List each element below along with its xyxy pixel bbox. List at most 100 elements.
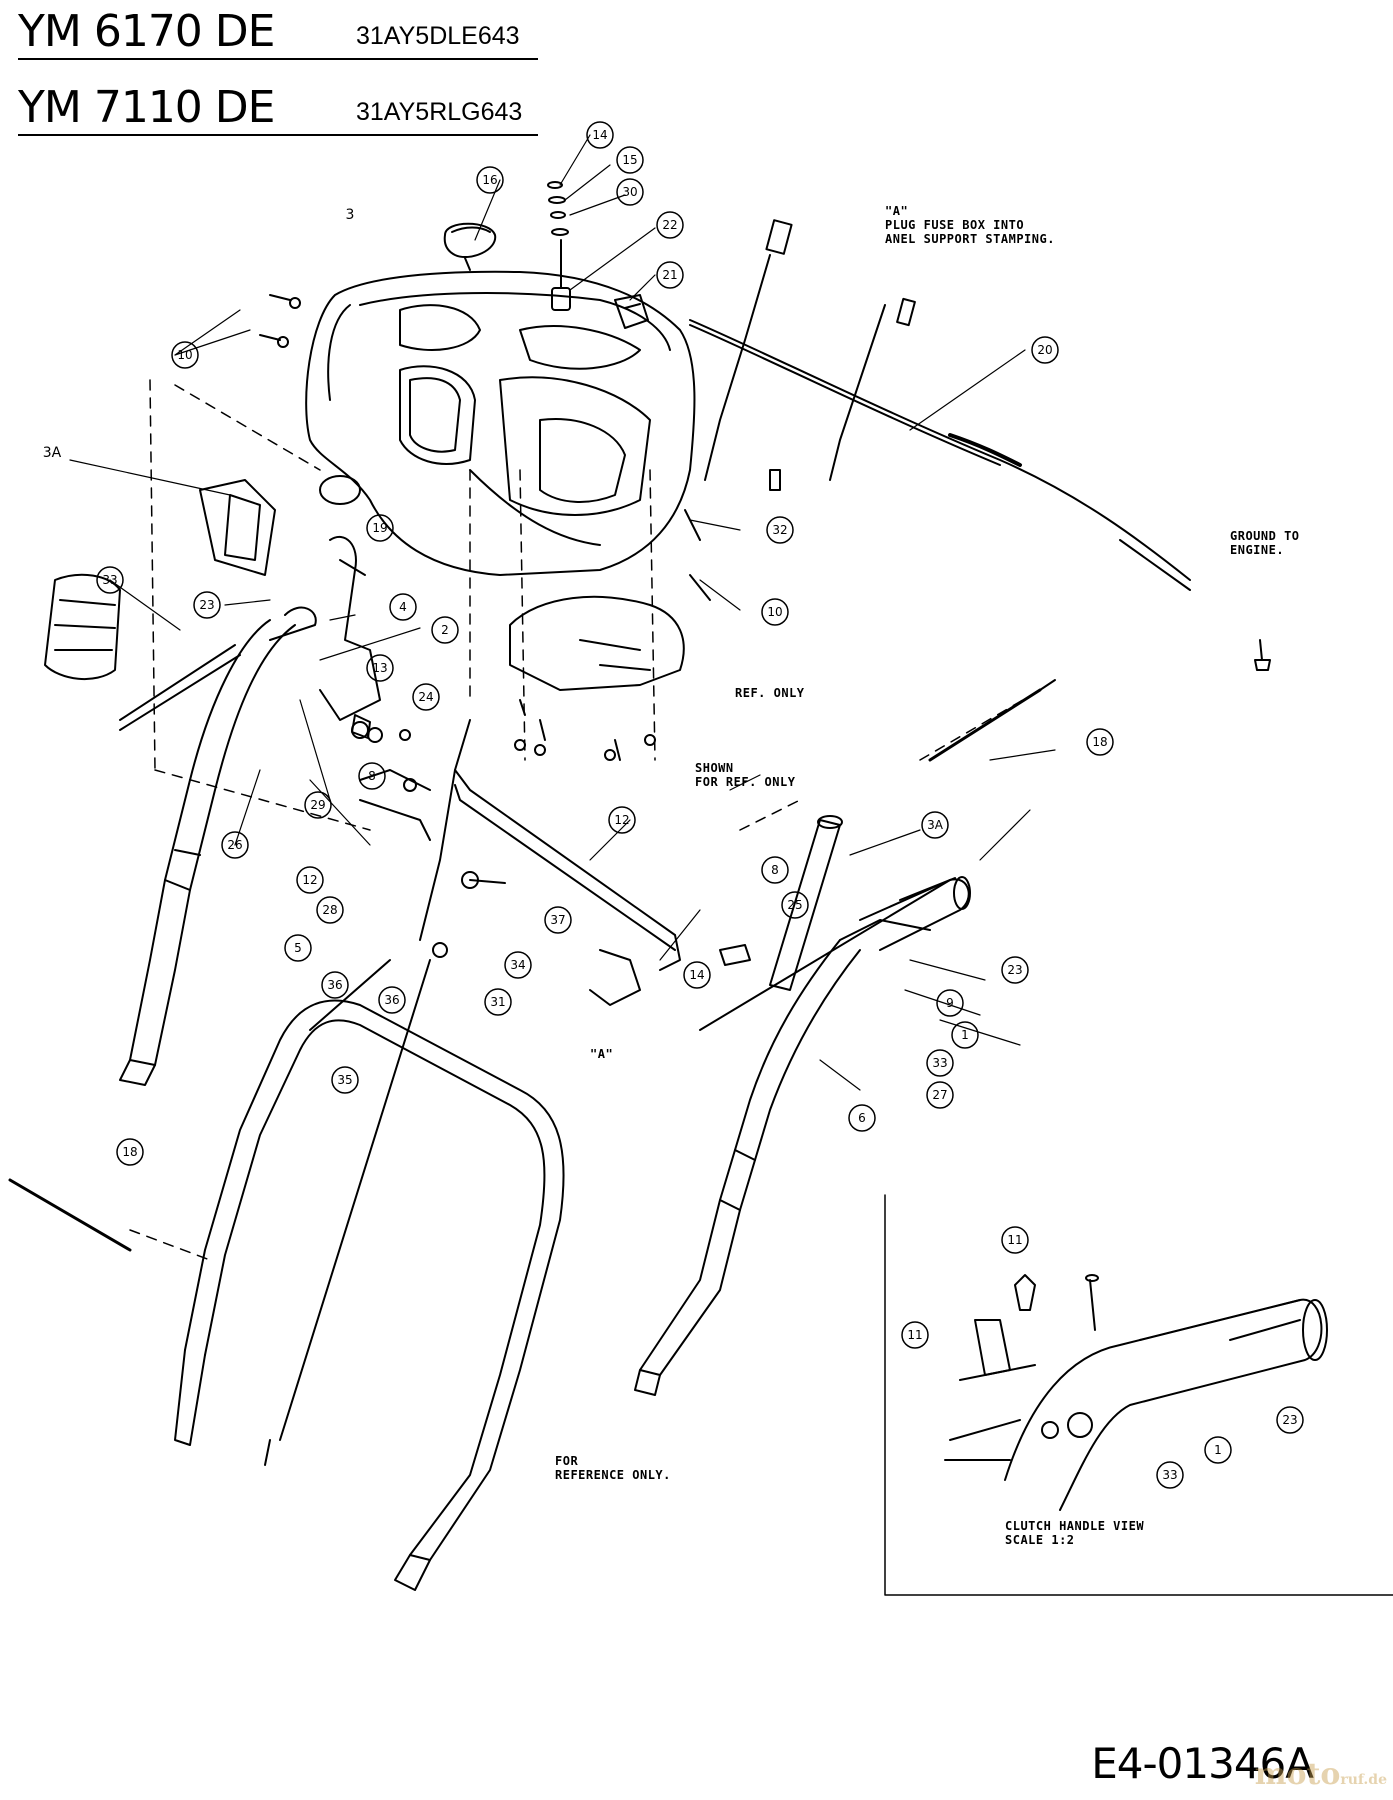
callout-bubble (848, 1104, 876, 1132)
callout-bubble (544, 906, 572, 934)
callout-2: 2 (441, 623, 449, 637)
callout-6: 5 (294, 941, 302, 955)
bolt-stack (547, 181, 571, 311)
mounting-plate (509, 595, 685, 691)
callout-bubble (656, 261, 684, 289)
mounting-plate-detail (579, 639, 651, 671)
callout-bubble (781, 891, 809, 919)
callout-bubble (321, 971, 349, 999)
callout-bubble (171, 341, 199, 369)
callout-bubble (389, 593, 417, 621)
callout-37: 37 (550, 913, 565, 927)
title-underline (18, 134, 538, 136)
callout-4: 3A (927, 818, 944, 832)
callout-23b: 23 (1007, 963, 1022, 977)
note-line: SHOWN (695, 761, 734, 775)
callout-32: 32 (772, 523, 787, 537)
shift-knob (443, 222, 497, 271)
callout-24: 24 (418, 690, 433, 704)
construction-lines (129, 379, 1041, 1261)
callout-bubble (366, 514, 394, 542)
leader-lines (69, 134, 1056, 1091)
callout-bubble (921, 811, 949, 839)
callout-bubble (616, 178, 644, 206)
callout-1b: 1 (1214, 1443, 1222, 1457)
title-underline (18, 58, 538, 60)
callout-33: 33 (102, 573, 117, 587)
shroud-part (44, 479, 276, 681)
callout-25: 25 (787, 898, 802, 912)
callout-27: 27 (932, 1088, 947, 1102)
callout-bubble (926, 1081, 954, 1109)
callout-bubble (1204, 1436, 1232, 1464)
callout-bubble (951, 1021, 979, 1049)
callout-21: 21 (662, 268, 677, 282)
callout-14b: 14 (689, 968, 704, 982)
note-line: ANEL SUPPORT STAMPING. (885, 232, 1055, 246)
callout-bubble (936, 989, 964, 1017)
callout-8b: 8 (771, 863, 779, 877)
callout-9: 9 (946, 996, 954, 1010)
callout-33b: 33 (932, 1056, 947, 1070)
callout-10: 10 (177, 348, 192, 362)
note-line: FOR (555, 1454, 578, 1468)
callout-14: 13 (372, 661, 387, 675)
callout-23: 23 (199, 598, 214, 612)
callout-bubble (586, 121, 614, 149)
callout-33c: 33 (1162, 1468, 1177, 1482)
callout-bubble (1156, 1461, 1184, 1489)
callout-31: 31 (490, 995, 505, 1009)
note-ref-only: REF. ONLY (735, 686, 805, 700)
control-rods (8, 679, 1056, 1466)
callout-8: 8 (368, 769, 376, 783)
callout-bubble (1031, 336, 1059, 364)
callout-26: 26 (227, 838, 242, 852)
callout-numbers: 14 15 30 16 22 21 10 20 19 32 10 33 23 4… (43, 128, 1298, 1482)
model-code: 31AY5RLG643 (356, 98, 523, 126)
wiring-harness (689, 219, 1271, 671)
callout-bubble (761, 856, 789, 884)
clutch-handle-detail (884, 1194, 1393, 1596)
lower-handle-frame (174, 959, 565, 1591)
callout-bubble (296, 866, 324, 894)
callout-bubble (284, 934, 312, 962)
callout-11: 11 (1007, 1233, 1022, 1247)
note-line: SCALE 1:2 (1005, 1533, 1075, 1547)
callout-28: 28 (322, 903, 337, 917)
callout-bubble (766, 516, 794, 544)
callout-bubble (504, 951, 532, 979)
left-upper-handle (119, 606, 317, 1086)
note-line: REFERENCE ONLY. (555, 1468, 671, 1482)
bushing-parts (351, 714, 751, 966)
callout-17: 16 (482, 173, 497, 187)
callout-bubble (476, 166, 504, 194)
callout-bubble (378, 986, 406, 1014)
model-name: YM 7110 DE (18, 82, 275, 133)
callout-bubble (304, 791, 332, 819)
callout-15: 14 (592, 128, 607, 142)
callout-5: 4 (399, 600, 407, 614)
callout-bubble (331, 1066, 359, 1094)
callout-13: 12 (302, 873, 317, 887)
callout-3a: 3A (43, 445, 62, 461)
callout-36: 36 (327, 978, 342, 992)
model-name: YM 6170 DE (18, 6, 275, 57)
callout-bubble (761, 598, 789, 626)
callout-35: 35 (337, 1073, 352, 1087)
callout-10b: 10 (767, 605, 782, 619)
callout-34: 34 (510, 958, 525, 972)
callout-bubble (1086, 728, 1114, 756)
callout-bubble (683, 961, 711, 989)
callout-20: 20 (1037, 343, 1052, 357)
callout-bubble (193, 591, 221, 619)
console-housing (305, 270, 696, 576)
callout-bubble (366, 654, 394, 682)
model-title-2: YM 7110 DE 31AY5RLG643 (18, 82, 538, 136)
callout-bubble (358, 762, 386, 790)
hand-grip-4 (769, 815, 843, 991)
callout-bubble (484, 988, 512, 1016)
right-upper-handle (634, 879, 951, 1396)
